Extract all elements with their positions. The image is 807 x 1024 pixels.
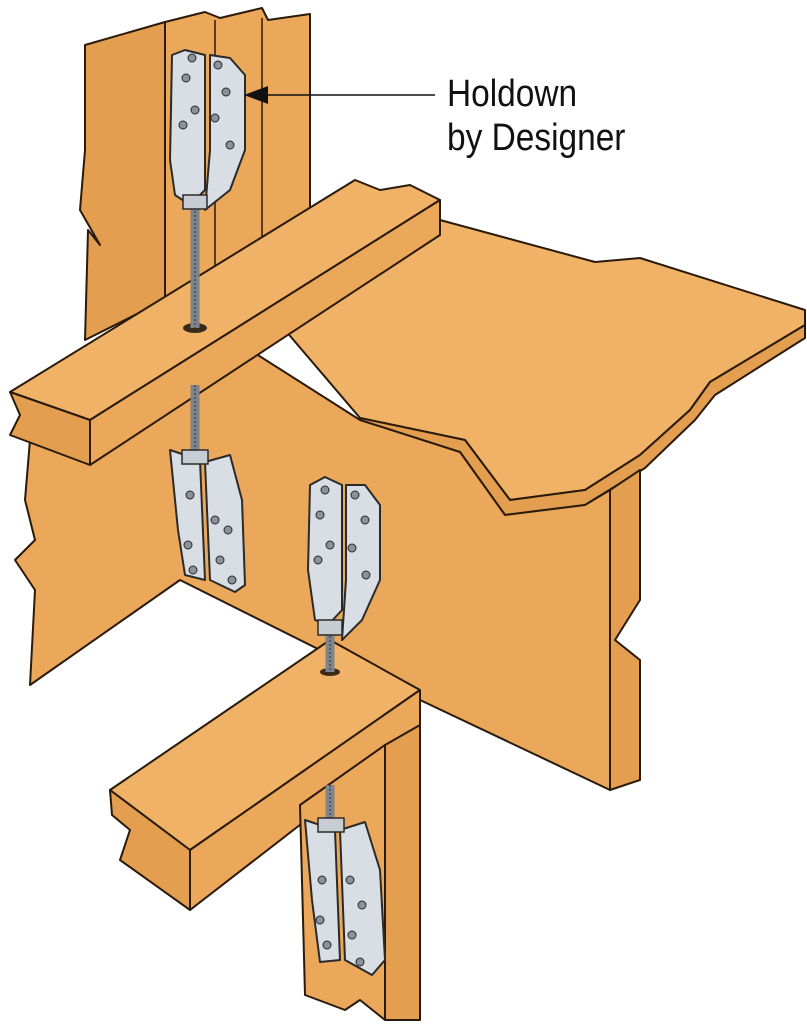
top-plate (9, 179, 441, 466)
holdown-lower (304, 817, 386, 976)
holdown-middle (169, 449, 246, 593)
holdown-upper (169, 49, 246, 211)
callout-line-2: by Designer (447, 117, 626, 159)
callout-label: Holdown by Designer (447, 72, 625, 160)
holdown-right (307, 476, 381, 641)
callout-leader (244, 86, 435, 104)
callout-line-1: Holdown (447, 73, 578, 115)
lower-beam (109, 639, 421, 911)
